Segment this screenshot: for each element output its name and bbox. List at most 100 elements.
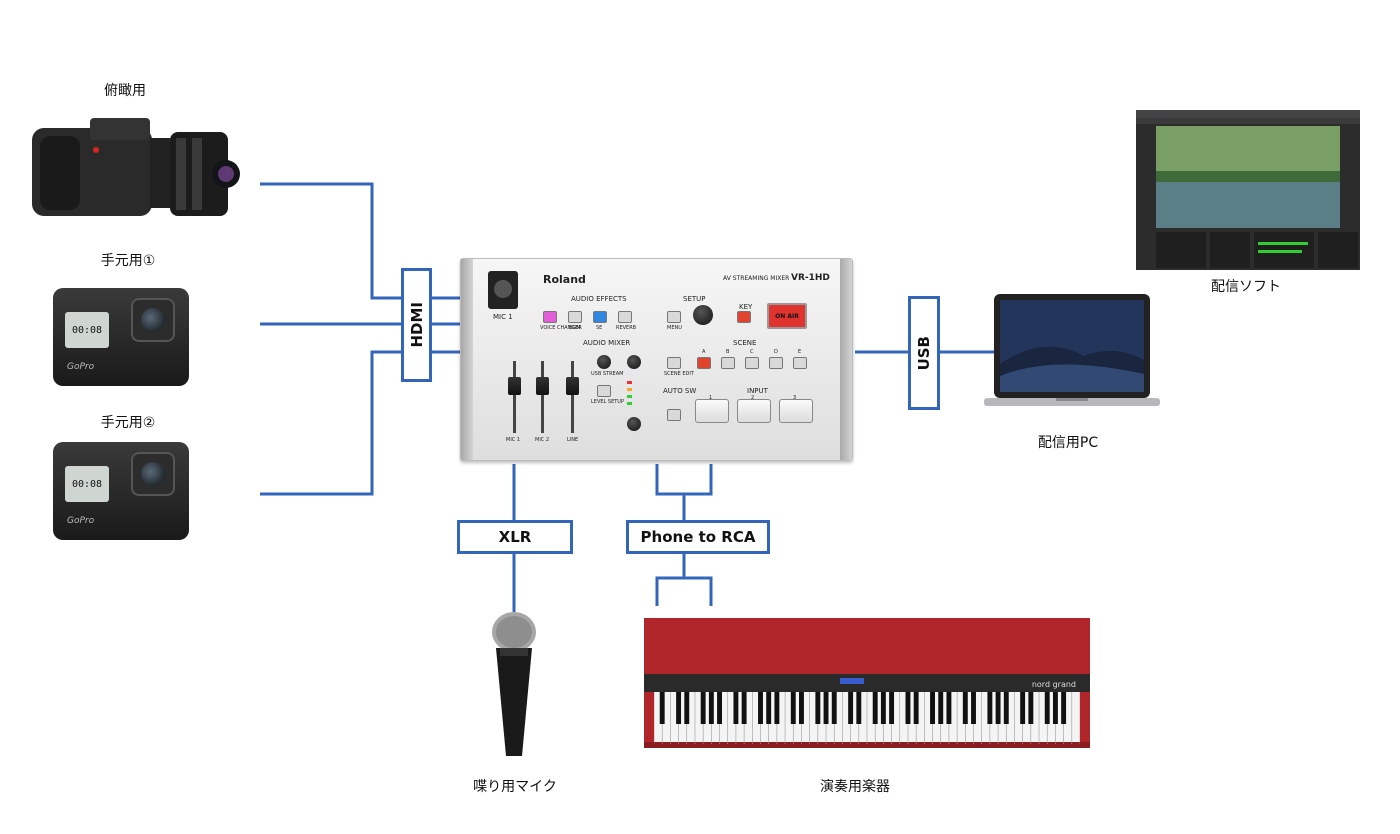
mic2-fader[interactable] <box>536 377 549 395</box>
phone-to-rca-connector-box: Phone to RCA <box>626 520 770 554</box>
se-button[interactable] <box>593 311 607 323</box>
effect-label-4: REVERB <box>616 325 637 331</box>
menu-button[interactable] <box>667 311 681 323</box>
mic1-fader[interactable] <box>508 377 521 395</box>
scene-letter-b: B <box>726 349 730 355</box>
line-fader[interactable] <box>566 377 579 395</box>
level-led <box>627 395 632 398</box>
keyboard-brand: nord grand <box>1031 680 1076 689</box>
usb-stream-label: USB STREAM <box>591 371 624 377</box>
input-number-1: 1 <box>709 395 713 401</box>
master-knob[interactable] <box>627 417 641 431</box>
xlr-connector-box: XLR <box>457 520 573 554</box>
key-button[interactable] <box>737 311 751 323</box>
keyboard-instrument: nord grand <box>644 618 1090 748</box>
audio-effects-label: AUDIO EFFECTS <box>571 295 627 303</box>
level-led <box>627 388 632 391</box>
channel-label-3: LINE <box>567 437 579 443</box>
wire-camera-overhead <box>260 182 403 300</box>
laptop-icon <box>984 294 1160 406</box>
audio-mixer-label: AUDIO MIXER <box>583 339 631 347</box>
action-camera-1-icon: 00:08 GoPro <box>53 288 189 386</box>
streaming-software-label: 配信ソフト <box>1211 279 1281 295</box>
scene-letter-e: E <box>798 349 802 355</box>
mic-label: 喋り用マイク <box>473 779 557 795</box>
scene-letter-a: A <box>702 349 706 355</box>
gopro-screen: 00:08 <box>65 466 109 502</box>
instrument-label: 演奏用楽器 <box>820 779 890 795</box>
scene-e-button[interactable] <box>793 357 807 369</box>
action-camera-2-icon: 00:08 GoPro <box>53 442 189 540</box>
cinema-camera-icon <box>32 118 240 216</box>
auto-sw-label: AUTO SW <box>663 387 697 395</box>
input-1-button[interactable] <box>695 399 729 423</box>
phones-knob[interactable] <box>627 355 641 369</box>
xlr-label: XLR <box>498 528 532 546</box>
gopro-screen: 00:08 <box>65 312 109 348</box>
scene-edit-label: SCENE EDIT <box>664 371 694 377</box>
line-fader-track <box>571 361 574 433</box>
streaming-pc-label: 配信用PC <box>1037 435 1099 451</box>
mixer-left-side <box>461 259 473 460</box>
microphone-icon <box>492 612 536 756</box>
xlr-jack-icon <box>488 271 518 309</box>
reverb-button[interactable] <box>618 311 632 323</box>
gopro-brand: GoPro <box>67 516 95 526</box>
gopro-lens-icon <box>131 452 175 496</box>
mic1-jack-label: MIC 1 <box>493 313 513 321</box>
mixer-brand: Roland <box>543 273 586 286</box>
channel-label-2: MIC 2 <box>535 437 550 443</box>
input-2-button[interactable] <box>737 399 771 423</box>
scene-d-button[interactable] <box>769 357 783 369</box>
scene-a-button[interactable] <box>697 357 711 369</box>
channel-label-1: MIC 1 <box>506 437 521 443</box>
level-setup-label: LEVEL SETUP <box>591 399 624 405</box>
effect-label-3: SE <box>596 325 603 331</box>
input-label: INPUT <box>747 387 768 395</box>
keyboard-keys-icon <box>654 692 1080 744</box>
scene-label: SCENE <box>733 339 757 347</box>
wire-mixer-rca-left <box>655 464 713 496</box>
camera-hand2-label: 手元用② <box>100 415 156 431</box>
voice-changer-button[interactable] <box>543 311 557 323</box>
input-3-button[interactable] <box>779 399 813 423</box>
wire-keyboard-split <box>655 576 713 606</box>
usb-connector-box: USB <box>908 296 940 410</box>
on-air-button[interactable]: ON AIR <box>767 303 807 329</box>
mixer-model: VR-1HD <box>791 273 830 283</box>
input-number-2: 2 <box>751 395 755 401</box>
bgm-button[interactable] <box>568 311 582 323</box>
phone-to-rca-label: Phone to RCA <box>640 528 756 546</box>
gopro-brand: GoPro <box>67 362 95 372</box>
scene-c-button[interactable] <box>745 357 759 369</box>
mixer-model-caption: AV STREAMING MIXER <box>723 275 790 282</box>
usb-stream-knob[interactable] <box>597 355 611 369</box>
hdmi-label: HDMI <box>407 302 426 348</box>
wire-camera-hand2 <box>260 350 403 496</box>
gopro-lens-icon <box>131 298 175 342</box>
hdmi-connector-box: HDMI <box>401 268 432 382</box>
menu-label: MENU <box>667 325 682 331</box>
key-label: KEY <box>739 303 753 311</box>
keyboard-body-icon <box>644 618 1090 748</box>
scene-edit-button[interactable] <box>667 357 681 369</box>
level-setup-button[interactable] <box>597 385 611 397</box>
usb-label: USB <box>915 335 933 371</box>
camera-hand1-label: 手元用① <box>100 253 156 269</box>
mic1-fader-track <box>513 361 516 433</box>
mixer-right-side <box>840 259 852 460</box>
setup-label: SETUP <box>683 295 706 303</box>
input-number-3: 3 <box>793 395 797 401</box>
av-streaming-mixer: MIC 1 Roland AV STREAMING MIXER VR-1HD A… <box>460 258 853 461</box>
scene-letter-d: D <box>774 349 778 355</box>
value-knob[interactable] <box>693 305 713 325</box>
effect-label-2: BGM <box>569 325 581 331</box>
effect-label-1: VOICE CHANGER <box>540 325 582 331</box>
level-led <box>627 381 632 384</box>
level-led <box>627 402 632 405</box>
auto-sw-button[interactable] <box>667 409 681 421</box>
mic2-fader-track <box>541 361 544 433</box>
scene-b-button[interactable] <box>721 357 735 369</box>
camera-overhead-label: 俯瞰用 <box>104 83 146 99</box>
